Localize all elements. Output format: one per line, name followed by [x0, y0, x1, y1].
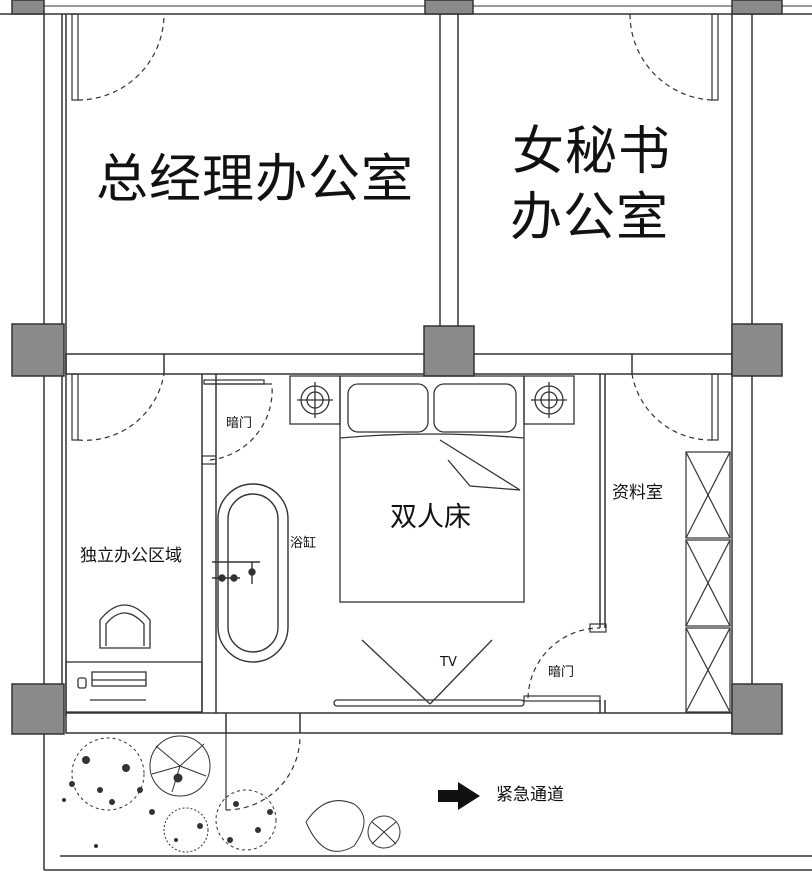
right-arrow-icon	[438, 782, 480, 810]
door-swing-arc	[527, 627, 601, 699]
columns	[11, 0, 783, 735]
secretary-office-label-line2: 办公室	[510, 188, 670, 248]
plant-cluster-icon	[62, 735, 401, 853]
door-swing-arc	[631, 373, 713, 441]
door-swing-arc	[77, 13, 165, 101]
double-bed-drawing	[289, 375, 575, 603]
bathtub-label: 浴缸	[290, 536, 317, 551]
archive-room-label: 资料室	[612, 483, 663, 503]
door-swing-arc	[629, 13, 713, 101]
door-swing-arc	[209, 385, 273, 461]
chair	[99, 604, 151, 649]
tv-label: TV	[440, 655, 457, 670]
column	[11, 323, 65, 377]
column	[423, 325, 475, 377]
hidden-door-top-label: 暗门	[226, 416, 253, 431]
door-swing-arc	[77, 373, 165, 441]
independent-office-area-label: 独立办公区域	[80, 546, 182, 566]
double-bed-label: 双人床	[390, 502, 471, 533]
archive-shelves	[685, 451, 731, 713]
door-leaf	[523, 695, 601, 702]
column	[731, 323, 783, 377]
hidden-door-bottom-label: 暗门	[548, 665, 575, 680]
bathtub-drawing	[212, 483, 289, 663]
secretary-office-label-line1: 女秘书	[512, 122, 672, 182]
door-leaf	[711, 373, 719, 441]
column	[11, 683, 65, 735]
column	[731, 683, 783, 735]
door-leaf	[71, 373, 79, 441]
door-swing-arc	[225, 735, 301, 811]
tv-drawing	[333, 639, 525, 707]
door-leaf	[711, 13, 719, 101]
nightstand	[523, 375, 575, 425]
gm-office-label: 总经理办公室	[96, 150, 415, 210]
emergency-exit-label: 紧急通道	[496, 785, 564, 805]
door-leaf	[71, 13, 79, 101]
bottom-wall	[65, 712, 733, 734]
office-desk	[65, 604, 203, 713]
nightstand	[289, 375, 341, 425]
